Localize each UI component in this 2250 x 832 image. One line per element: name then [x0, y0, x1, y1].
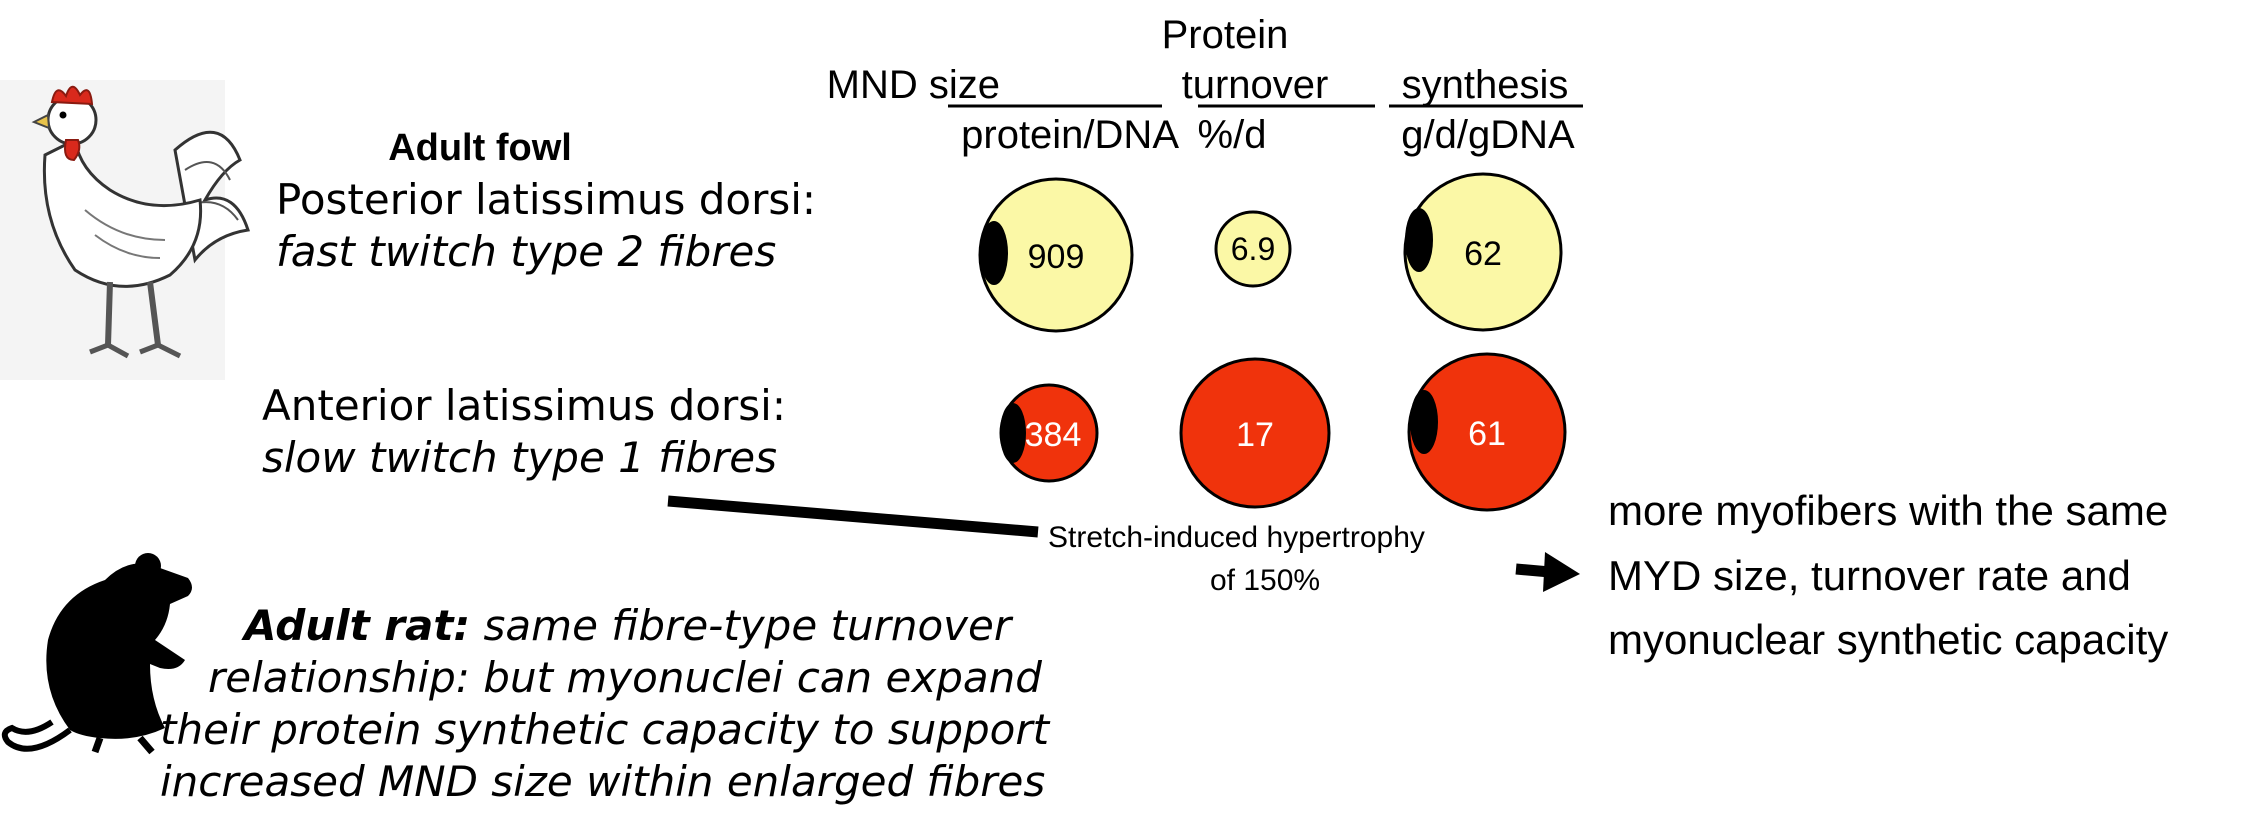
- result-line1: more myofibers with the same: [1608, 487, 2168, 534]
- posterior-turnover-circle: 6.9: [1214, 210, 1292, 288]
- stretch-label-line2: of 150%: [1210, 564, 1320, 597]
- chicken-wing: [84, 209, 166, 259]
- header-turnover-units: %/d: [1198, 113, 1267, 157]
- value-label: 61: [1468, 415, 1506, 453]
- rat-ear: [135, 553, 161, 579]
- chicken-icon: [0, 80, 250, 380]
- nucleus: [980, 221, 1008, 285]
- posterior-synthesis-circle: 62: [1403, 172, 1563, 332]
- arrow-head: [1543, 552, 1580, 592]
- value-label: 6.9: [1231, 231, 1275, 267]
- posterior-label: Posterior latissimus dorsi:: [276, 175, 816, 224]
- rat-line4: increased MND size within enlarged fibre…: [160, 757, 1045, 806]
- nucleus: [1000, 403, 1026, 463]
- rat-line3: their protein synthetic capacity to supp…: [160, 705, 1051, 754]
- fowl-title: Adult fowl: [388, 127, 572, 169]
- posterior-type: fast twitch type 2 fibres: [276, 227, 776, 276]
- rat-line1: same fibre-type turnover: [470, 601, 1014, 650]
- result-line2: MYD size, turnover rate and: [1608, 552, 2131, 599]
- circle-fill: [1403, 172, 1563, 332]
- rat-body: [46, 563, 192, 739]
- value-label: 909: [1028, 238, 1085, 276]
- anterior-label: Anterior latissimus dorsi:: [262, 381, 786, 430]
- header-synthesis: synthesis: [1402, 63, 1569, 107]
- chicken-feet: [89, 342, 182, 359]
- rat-tail: [1, 719, 72, 752]
- chicken-wattle: [64, 139, 81, 162]
- rat-line2: relationship: but myonuclei can expand: [208, 653, 1042, 702]
- chicken-eye: [59, 111, 67, 119]
- stretch-label-line1: Stretch-induced hypertrophy: [1048, 521, 1425, 554]
- rat-icon: [1, 553, 192, 755]
- right-arrow-icon: [1515, 552, 1580, 592]
- circle-fill: [1214, 210, 1292, 288]
- stretch-connector-line: [667, 495, 1039, 538]
- anterior-mnd-circle: 384: [999, 383, 1099, 483]
- value-label: 384: [1025, 416, 1082, 454]
- header-synthesis-units: g/d/gDNA: [1401, 113, 1575, 157]
- header-protein: Protein: [1162, 13, 1289, 57]
- anterior-type: slow twitch type 1 fibres: [262, 433, 777, 482]
- result-line3: myonuclear synthetic capacity: [1608, 616, 2168, 663]
- circle-fill: [1407, 352, 1567, 512]
- anterior-synthesis-circle: 61: [1407, 352, 1567, 512]
- header-mnd-size: MND size: [827, 63, 1000, 107]
- value-label: 17: [1236, 416, 1274, 454]
- value-label: 62: [1464, 235, 1502, 273]
- chicken-beak: [31, 113, 51, 130]
- rat-feet: [91, 735, 155, 755]
- circle-fill: [1179, 357, 1331, 509]
- nucleus: [1405, 208, 1433, 272]
- rat-title: Adult rat:: [241, 601, 470, 650]
- chicken-comb: [50, 85, 94, 106]
- anterior-turnover-circle: 17: [1179, 357, 1331, 509]
- chicken-body: [42, 137, 203, 288]
- header-mnd-units: protein/DNA: [961, 113, 1179, 157]
- header-turnover: turnover: [1182, 63, 1329, 107]
- posterior-mnd-circle: 909: [978, 177, 1134, 333]
- circle-fill: [978, 177, 1134, 333]
- nucleus: [1410, 390, 1438, 454]
- rat-line0: Adult rat: same fibre-type turnover: [241, 601, 1014, 650]
- chicken-legs: [105, 281, 161, 346]
